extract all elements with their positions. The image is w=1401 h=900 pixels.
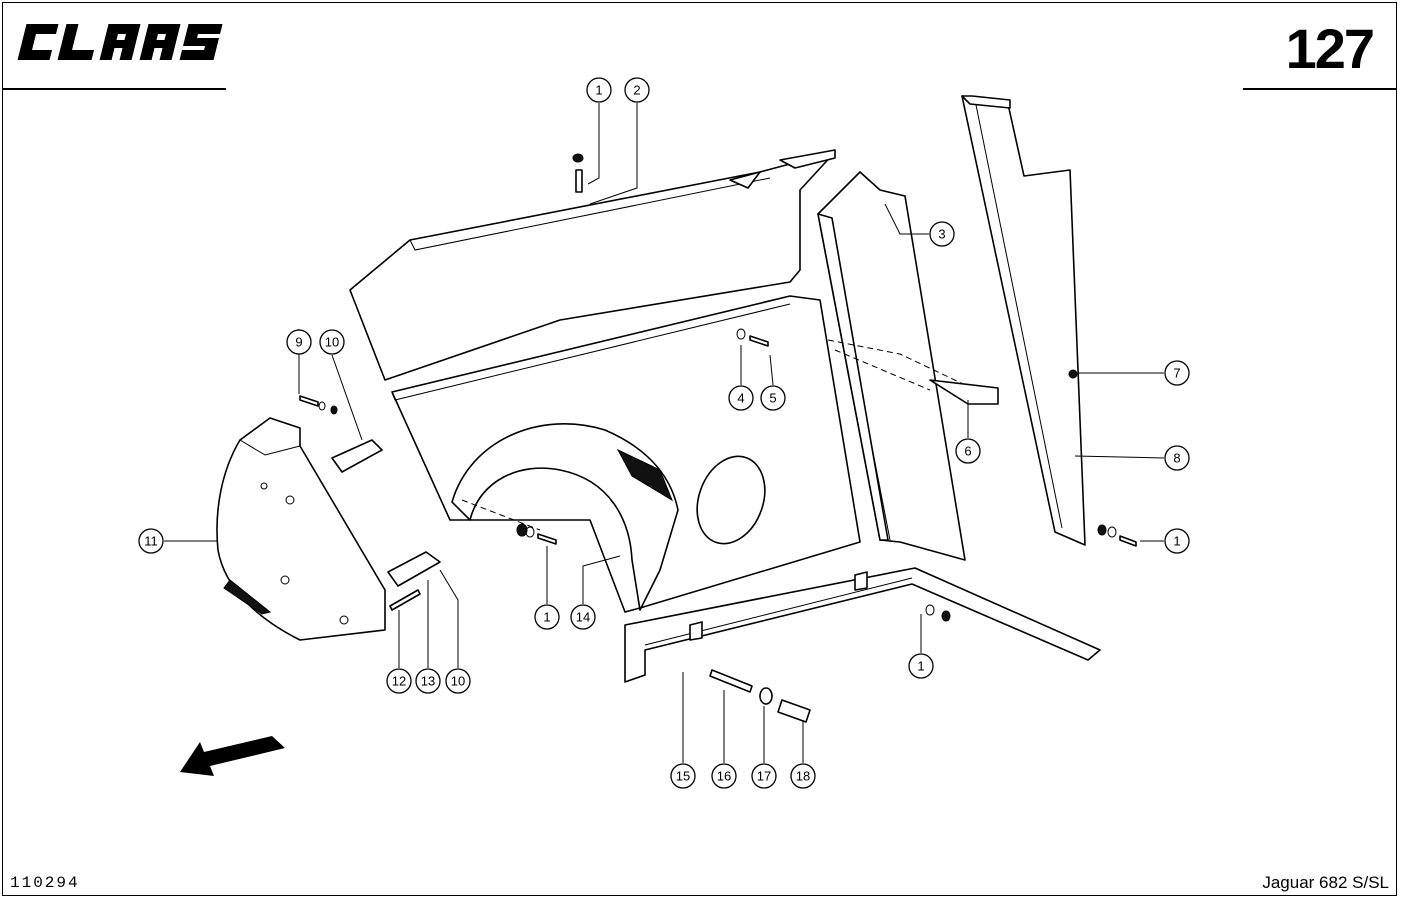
svg-text:1: 1 (917, 659, 924, 674)
lower-frame-bar (624, 567, 1101, 683)
deflector-hood (216, 417, 386, 641)
callout-17: 17 (751, 763, 777, 789)
svg-text:5: 5 (769, 391, 776, 406)
bolt-12 (389, 589, 421, 611)
callout-1-mid: 1 (534, 604, 560, 630)
side-frame (817, 171, 966, 561)
callout-1-right: 1 (1164, 528, 1190, 554)
document-code: 110294 (10, 874, 80, 892)
svg-text:2: 2 (633, 83, 640, 98)
bracket-lower (387, 551, 441, 587)
svg-text:11: 11 (144, 534, 158, 549)
svg-text:10: 10 (325, 335, 339, 350)
bushing-18 (777, 699, 811, 723)
svg-text:3: 3 (938, 227, 945, 242)
callout-15: 15 (670, 763, 696, 789)
svg-text:8: 8 (1173, 451, 1180, 466)
svg-text:18: 18 (796, 769, 810, 784)
arrow-down-left-icon (180, 736, 285, 776)
callout-18: 18 (790, 763, 816, 789)
callout-2: 2 (624, 77, 650, 103)
callout-11: 11 (138, 528, 164, 554)
bracket-upper (331, 439, 383, 473)
svg-text:1: 1 (595, 83, 602, 98)
header-rule-right (1243, 88, 1397, 90)
callout-7: 7 (1164, 360, 1190, 386)
washer-17 (759, 687, 773, 705)
svg-text:9: 9 (295, 335, 302, 350)
svg-text:14: 14 (576, 610, 590, 625)
callout-12: 12 (386, 668, 412, 694)
callout-10-bottom: 10 (445, 668, 471, 694)
svg-text:16: 16 (717, 769, 731, 784)
svg-text:17: 17 (757, 769, 771, 784)
svg-text:15: 15 (676, 769, 690, 784)
svg-text:7: 7 (1173, 366, 1180, 381)
bolt-16 (709, 669, 753, 693)
callout-6: 6 (955, 438, 981, 464)
svg-text:10: 10 (451, 674, 465, 689)
claas-logo (17, 24, 223, 60)
svg-text:12: 12 (392, 674, 406, 689)
callout-5: 5 (760, 385, 786, 411)
callout-14: 14 (570, 604, 596, 630)
upper-cover-panel (349, 149, 836, 381)
svg-text:6: 6 (964, 444, 971, 459)
callout-4: 4 (728, 385, 754, 411)
svg-text:4: 4 (737, 391, 744, 406)
callout-10-top: 10 (319, 329, 345, 355)
callout-1-top: 1 (586, 77, 612, 103)
bolt-9 (299, 395, 319, 407)
callout-3: 3 (929, 221, 955, 247)
svg-text:13: 13 (421, 674, 435, 689)
curved-shroud (451, 423, 679, 611)
svg-text:1: 1 (543, 610, 550, 625)
svg-text:1: 1 (1173, 534, 1180, 549)
vertical-rail (961, 95, 1086, 546)
callout-8: 8 (1164, 445, 1190, 471)
machine-model: Jaguar 682 S/SL (1262, 873, 1389, 892)
page-number: 127 (1285, 17, 1375, 80)
callout-1-low: 1 (908, 653, 934, 679)
callout-13: 13 (415, 668, 441, 694)
bracket-bar (827, 339, 999, 405)
header-rule-left (2, 88, 226, 90)
callout-16: 16 (711, 763, 737, 789)
callout-9: 9 (286, 329, 312, 355)
